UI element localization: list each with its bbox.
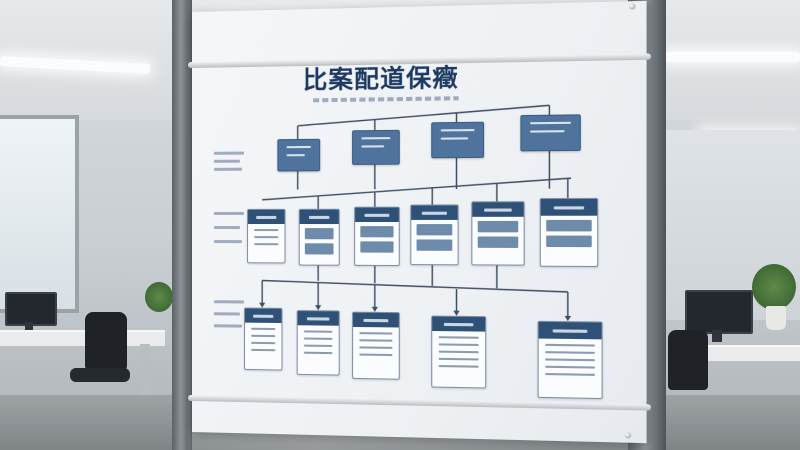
org-chart-board: 比案配道保癥	[192, 1, 647, 443]
mid-node-3	[354, 207, 400, 266]
office-chair-left	[85, 312, 127, 370]
plant-right	[752, 264, 796, 310]
desk-right	[700, 345, 800, 361]
bottom-node-1	[244, 308, 282, 371]
monitor-right	[685, 290, 753, 334]
plant-pot-right	[766, 306, 786, 330]
top-box-4	[520, 114, 580, 151]
ceiling-light-right	[665, 52, 800, 62]
desk-left-leg	[140, 344, 150, 399]
bottom-node-4	[431, 316, 486, 389]
monitor-left	[5, 292, 57, 326]
mid-node-2	[299, 209, 340, 266]
bottom-node-5	[538, 321, 603, 399]
mid-node-1	[247, 209, 285, 264]
bottom-node-2	[297, 310, 340, 376]
top-box-2	[352, 130, 400, 165]
top-box-3	[431, 122, 484, 159]
office-window	[0, 115, 79, 313]
office-chair-right	[668, 330, 708, 390]
top-box-1	[277, 139, 320, 172]
mid-node-6	[540, 198, 599, 267]
mid-node-4	[410, 204, 458, 265]
mid-node-5	[471, 201, 524, 265]
office-chair-left-seat	[70, 368, 130, 382]
bottom-node-3	[352, 312, 400, 380]
monitor-right-stand	[712, 330, 722, 342]
monitor-left-stand	[25, 322, 33, 330]
plant-left	[145, 282, 173, 312]
